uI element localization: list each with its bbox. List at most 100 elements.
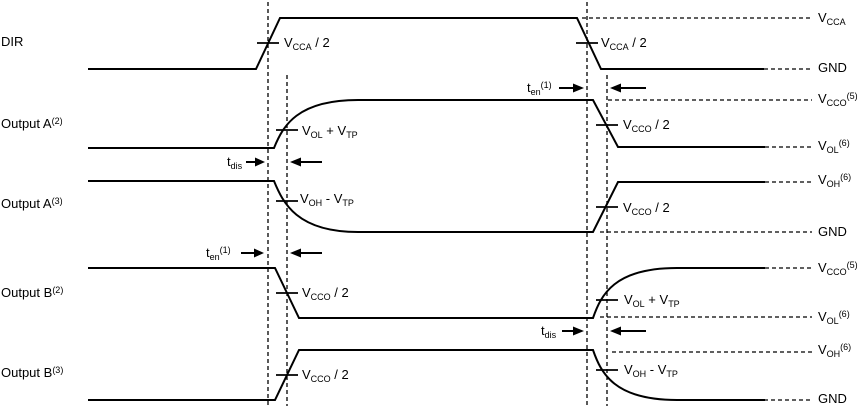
signal-label-output-b3: Output B(3) [1, 365, 63, 381]
label-sup: (6) [838, 309, 850, 319]
threshold-label-vol-vtp-b2: VOL + VTP [624, 292, 680, 309]
label-text: V [818, 260, 827, 275]
label-text: V [818, 342, 827, 357]
timing-label-tdis-left: tdis [227, 154, 242, 171]
label-sup: (6) [840, 342, 852, 352]
signal-label-dir: DIR [1, 34, 23, 50]
label-text: / 2 [330, 285, 349, 300]
ten-right-left-arrowhead [610, 83, 621, 93]
tdis-right-right-arrowhead [573, 326, 584, 336]
label-text: GND [818, 60, 847, 75]
label-text: t [541, 323, 545, 338]
level-label-gnd-b: GND [818, 391, 847, 407]
level-label-vcca: VCCA [818, 10, 846, 27]
ten-left-right-arrowhead [254, 248, 264, 258]
label-text: V [302, 367, 311, 382]
label-sub: OH [308, 198, 323, 208]
label-sub: en [209, 252, 220, 262]
label-text: V [818, 10, 827, 25]
label-text: V [818, 172, 827, 187]
output-b2-waveform [88, 267, 765, 319]
label-sub: dis [544, 330, 557, 340]
label-sup: (6) [840, 172, 852, 182]
threshold-label-voh-vtp-a3: VOH - VTP [300, 191, 354, 208]
label-text: V [601, 35, 610, 50]
threshold-label-vcca-half-right: VCCA / 2 [601, 35, 647, 52]
label-sub: TP [342, 198, 354, 208]
label-text: Output A [1, 116, 52, 131]
label-sub: TP [668, 299, 680, 309]
label-text: / 2 [330, 367, 349, 382]
label-text: V [818, 309, 827, 324]
label-text: V [300, 191, 309, 206]
label-sup: (3) [51, 196, 63, 206]
label-text: / 2 [651, 200, 670, 215]
label-text: t [227, 154, 231, 169]
label-sub: OH [826, 179, 841, 189]
label-text: - V [646, 362, 667, 377]
label-sub: OL [826, 145, 839, 155]
label-sub: CCO [310, 374, 331, 384]
label-sup: (2) [51, 116, 63, 126]
label-text: DIR [1, 34, 24, 49]
level-label-gnd-a: GND [818, 224, 847, 240]
label-text: V [624, 362, 633, 377]
label-sup: (5) [846, 91, 858, 101]
label-text: V [302, 285, 311, 300]
label-sub: CCA [609, 42, 629, 52]
timing-label-tdis-right: tdis [541, 323, 557, 340]
threshold-label-vol-vtp-a2: VOL + VTP [302, 123, 358, 140]
level-label-voh-b: VOH(6) [818, 342, 852, 359]
label-text: / 2 [628, 35, 647, 50]
label-text: V [302, 123, 311, 138]
level-label-vcco-b: VCCO(5) [818, 260, 858, 277]
tdis-right-left-arrowhead [610, 326, 621, 336]
label-sup: (2) [52, 285, 64, 295]
timing-label-ten-left: ten(1) [206, 245, 231, 262]
threshold-label-voh-vtp-b3: VOH - VTP [624, 362, 678, 379]
label-sub: OH [826, 349, 841, 359]
label-text: + V [322, 123, 347, 138]
label-text: t [206, 245, 210, 260]
label-text: V [818, 138, 827, 153]
label-sup: (1) [540, 80, 552, 90]
label-sub: CCA [292, 42, 312, 52]
reference-level-lines [582, 17, 812, 401]
label-text: V [623, 117, 632, 132]
label-sup: (6) [838, 138, 850, 148]
label-text: V [818, 91, 827, 106]
signal-label-output-a3: Output A(3) [1, 196, 63, 212]
level-label-vcco-a: VCCO(5) [818, 91, 858, 108]
label-text: / 2 [311, 35, 330, 50]
ten-left-left-arrowhead [290, 248, 301, 258]
label-sub: TP [666, 369, 678, 379]
ten-right-right-arrowhead [573, 83, 584, 93]
level-label-vol-a: VOL(6) [818, 138, 850, 155]
cursor-lines [267, 2, 608, 406]
timing-arrows [241, 83, 646, 336]
signal-label-output-a2: Output A(2) [1, 116, 63, 132]
label-sub: OL [826, 316, 839, 326]
waveforms [88, 17, 765, 401]
label-sup: (1) [219, 245, 231, 255]
label-sup: (5) [846, 260, 858, 270]
label-sup: (3) [52, 365, 64, 375]
label-text: GND [818, 391, 847, 406]
label-sub: OL [310, 130, 323, 140]
output-a3-waveform [88, 180, 765, 233]
label-sub: OL [632, 299, 645, 309]
label-sub: CCO [310, 292, 331, 302]
threshold-label-vcca-half-left: VCCA / 2 [284, 35, 330, 52]
threshold-label-vcco-half-b2: VCCO / 2 [302, 285, 349, 302]
threshold-label-vcco-half-a2: VCCO / 2 [623, 117, 670, 134]
label-text: - V [322, 191, 343, 206]
threshold-label-vcco-half-a3: VCCO / 2 [623, 200, 670, 217]
label-sub: OH [632, 369, 647, 379]
label-sub: CCO [826, 267, 847, 277]
label-sub: CCA [826, 17, 846, 27]
tdis-left-right-arrowhead [255, 157, 265, 167]
label-sub: TP [346, 130, 358, 140]
label-text: + V [644, 292, 669, 307]
